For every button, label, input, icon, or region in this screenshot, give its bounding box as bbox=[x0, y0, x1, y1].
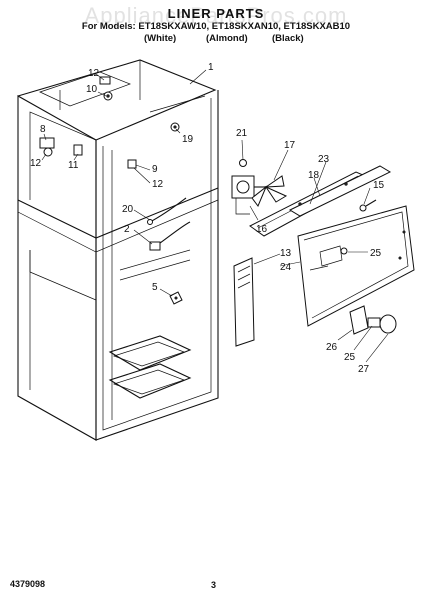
callouts: 1 12 10 8 12 11 19 9 12 20 2 5 21 17 23 … bbox=[30, 62, 385, 375]
page-title: LINER PARTS bbox=[167, 6, 265, 21]
callout-27: 27 bbox=[358, 364, 370, 375]
light-assembly bbox=[349, 305, 397, 335]
callout-10: 10 bbox=[86, 84, 98, 95]
callout-19: 19 bbox=[182, 134, 194, 145]
callout-18: 18 bbox=[308, 170, 320, 181]
callout-2: 2 bbox=[124, 224, 130, 235]
callout-17: 17 bbox=[284, 140, 296, 151]
callout-21: 21 bbox=[236, 128, 248, 139]
callout-26: 26 bbox=[326, 342, 338, 353]
callout-5: 5 bbox=[152, 282, 158, 293]
variant-almond: (Almond) bbox=[206, 33, 248, 44]
fan-motor-assembly bbox=[231, 159, 288, 215]
air-duct bbox=[233, 257, 255, 347]
callout-11: 11 bbox=[68, 160, 79, 171]
document-number: 4379098 bbox=[10, 579, 46, 589]
variant-white: (White) bbox=[144, 33, 177, 44]
callout-12-mid: 12 bbox=[152, 179, 164, 190]
page-number: 3 bbox=[211, 580, 217, 590]
callout-24: 24 bbox=[280, 262, 292, 273]
callout-12-left: 12 bbox=[30, 158, 42, 169]
callout-16: 16 bbox=[256, 224, 268, 235]
callout-23: 23 bbox=[318, 154, 330, 165]
small-parts bbox=[39, 76, 191, 305]
models-line: For Models: ET18SKXAW10, ET18SKXAN10, ET… bbox=[81, 21, 351, 32]
variant-black: (Black) bbox=[272, 33, 304, 44]
liner-cabinet bbox=[17, 59, 219, 441]
callout-12-upper: 12 bbox=[88, 68, 100, 79]
rear-panel bbox=[297, 205, 415, 327]
leader-lines bbox=[41, 69, 389, 363]
callout-15: 15 bbox=[373, 180, 385, 191]
callout-25-lower: 25 bbox=[344, 352, 356, 363]
callout-20: 20 bbox=[122, 204, 134, 215]
callout-1: 1 bbox=[208, 62, 214, 73]
callout-13: 13 bbox=[280, 248, 292, 259]
callout-9: 9 bbox=[152, 164, 158, 175]
callout-8: 8 bbox=[40, 124, 46, 135]
callout-25-upper: 25 bbox=[370, 248, 382, 259]
